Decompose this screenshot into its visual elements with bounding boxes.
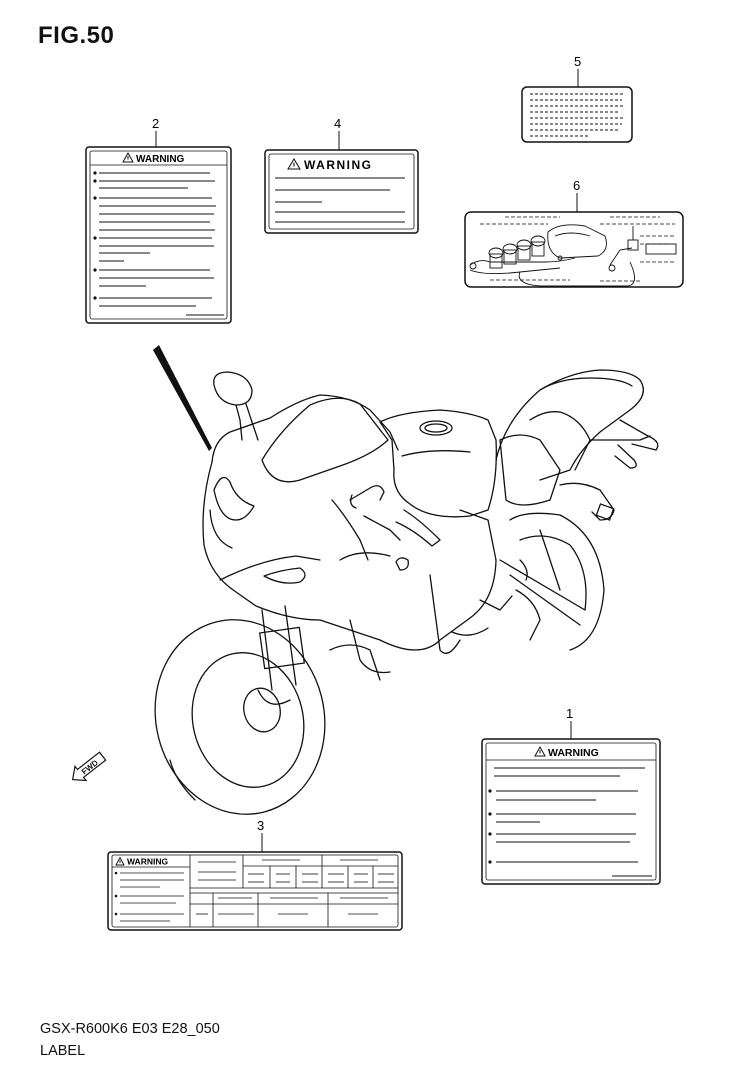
callout-number-5: 5 xyxy=(574,54,581,69)
warning-triangle-icon xyxy=(115,856,125,866)
warning-text: WARNING xyxy=(136,154,185,165)
callout-number-3: 3 xyxy=(257,818,264,833)
callout-number-6: 6 xyxy=(573,178,580,193)
label-1-lines xyxy=(488,767,652,877)
warning-text: WARNING xyxy=(548,747,599,759)
model-code: GSX-R600K6 E03 E28_050 xyxy=(40,1021,220,1037)
label-2[interactable]: 2 WARNING xyxy=(85,116,232,324)
label-4[interactable]: 4 WARNING xyxy=(264,116,419,234)
label-3-left-lines xyxy=(114,871,184,922)
pointer-wedge xyxy=(153,345,212,451)
callout-number-4: 4 xyxy=(334,116,341,131)
warning-text: WARNING xyxy=(304,158,373,172)
label-1[interactable]: 1 WARNING xyxy=(481,706,661,885)
warning-triangle-icon xyxy=(534,745,546,757)
label-5-lines xyxy=(530,93,624,137)
warning-triangle-icon xyxy=(287,158,301,170)
warning-triangle-icon xyxy=(122,151,134,163)
figure-title: FIG.50 xyxy=(38,22,115,49)
label-5[interactable]: 5 xyxy=(521,54,633,143)
callout-number-2: 2 xyxy=(152,116,159,131)
label-2-lines xyxy=(93,171,224,316)
engine-schematic xyxy=(469,224,677,287)
label-4-lines xyxy=(275,177,405,223)
label-3-tables xyxy=(190,855,398,927)
motorcycle-illustration xyxy=(154,369,659,815)
label-6[interactable]: 6 xyxy=(464,178,684,288)
warning-text: WARNING xyxy=(127,857,168,867)
callout-number-1: 1 xyxy=(566,706,573,721)
label-3[interactable]: 3 WARNING xyxy=(107,818,403,931)
section-name: LABEL xyxy=(40,1043,86,1059)
fwd-arrow-icon: FWD xyxy=(71,751,107,782)
